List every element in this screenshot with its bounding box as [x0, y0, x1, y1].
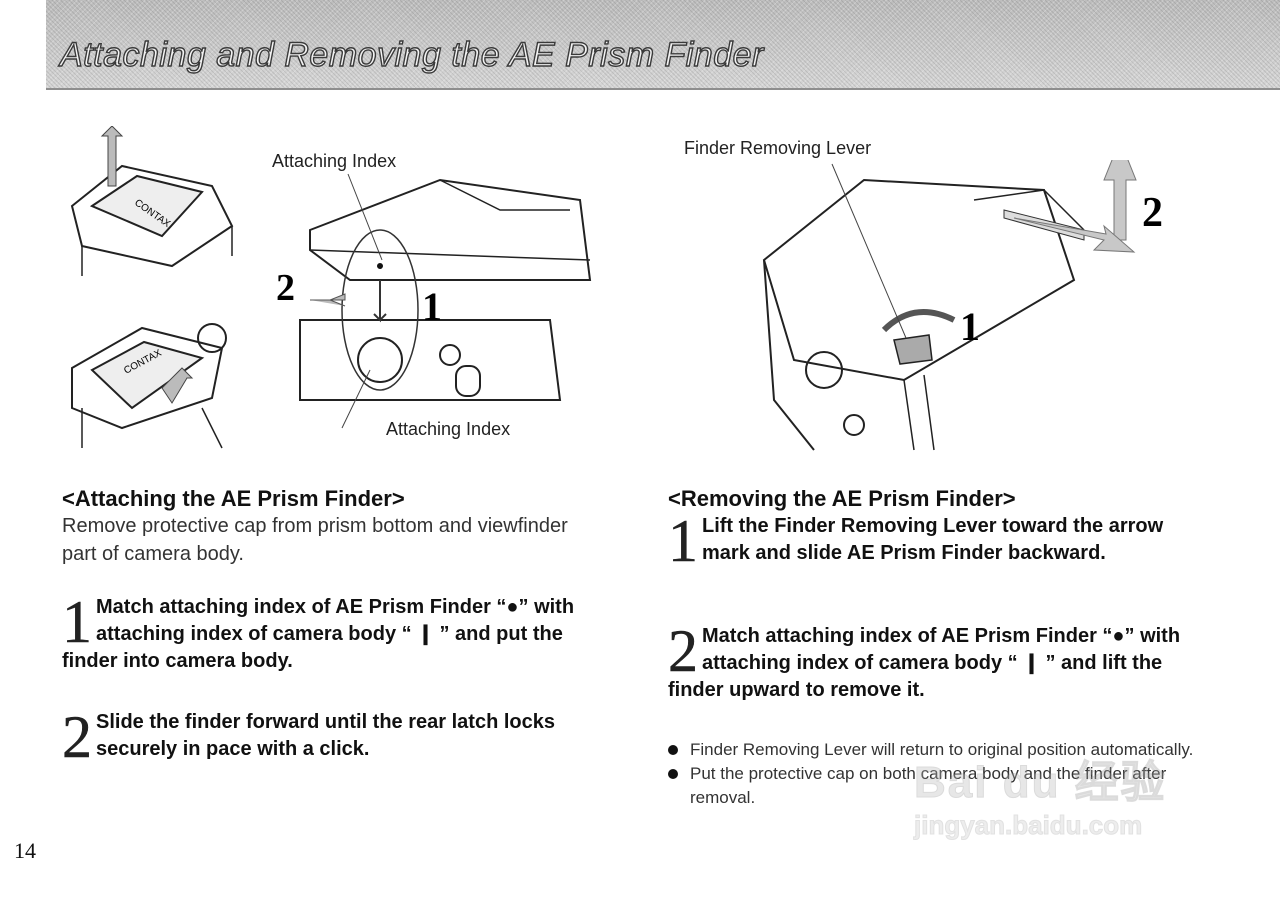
removing-heading: <Removing the AE Prism Finder> [668, 486, 1016, 511]
note-item: Put the protective cap on both camera bo… [668, 762, 1228, 810]
attaching-heading: <Attaching the AE Prism Finder> [62, 486, 405, 511]
step-2-mark-right: 2 [1142, 190, 1163, 236]
title-banner: Attaching and Removing the AE Prism Find… [46, 0, 1280, 90]
step-text: Slide the finder forward until the rear … [96, 711, 555, 760]
removing-step-1: 1 Lift the Finder Removing Lever toward … [668, 508, 1188, 574]
note-text: Finder Removing Lever will return to ori… [690, 740, 1194, 759]
step-number: 2 [668, 618, 699, 684]
illustration-attaching-finder: 2 1 [270, 170, 600, 440]
page-number: 14 [14, 838, 36, 863]
illustration-cap-removal-bottom: CONTAX [62, 308, 242, 453]
bullet-dot-icon [668, 745, 678, 755]
label-attaching-index-top: Attaching Index [272, 151, 397, 171]
label-finder-removing-lever: Finder Removing Lever [684, 138, 872, 158]
note-text: Put the protective cap on both camera bo… [690, 764, 1167, 807]
step-number: 1 [668, 508, 699, 574]
attaching-intro: Remove protective cap from prism bottom … [62, 515, 568, 565]
page-title: Attaching and Removing the AE Prism Find… [59, 35, 764, 74]
step-text: Match attaching index of AE Prism Finder… [62, 596, 575, 672]
step-number: 2 [62, 704, 93, 770]
illustration-removing-finder: 2 1 [754, 160, 1174, 460]
step-text: Match attaching index of AE Prism Finder… [668, 625, 1181, 701]
attaching-step-2: 2 Slide the finder forward until the rea… [62, 704, 582, 770]
step-2-mark: 2 [276, 267, 295, 309]
removing-step-2: 2 Match attaching index of AE Prism Find… [668, 618, 1213, 704]
attaching-step-1: 1 Match attaching index of AE Prism Find… [62, 589, 607, 675]
step-number: 1 [62, 589, 93, 655]
label-attaching-index-bottom: Attaching Index [386, 419, 511, 439]
step-text: Lift the Finder Removing Lever toward th… [702, 515, 1164, 564]
illustration-cap-removal-top: CONTAX [62, 126, 242, 286]
bullet-dot-icon [668, 769, 678, 779]
step-1-mark-right: 1 [960, 304, 980, 349]
watermark: Bai du 经验 jingyan.baidu.com [913, 706, 1204, 846]
watermark-brand: Bai du 经验 [914, 758, 1167, 808]
note-item: Finder Removing Lever will return to ori… [668, 738, 1228, 762]
step-1-mark: 1 [422, 284, 442, 329]
watermark-url: jingyan.baidu.com [913, 810, 1143, 841]
removing-notes: Finder Removing Lever will return to ori… [668, 738, 1228, 810]
